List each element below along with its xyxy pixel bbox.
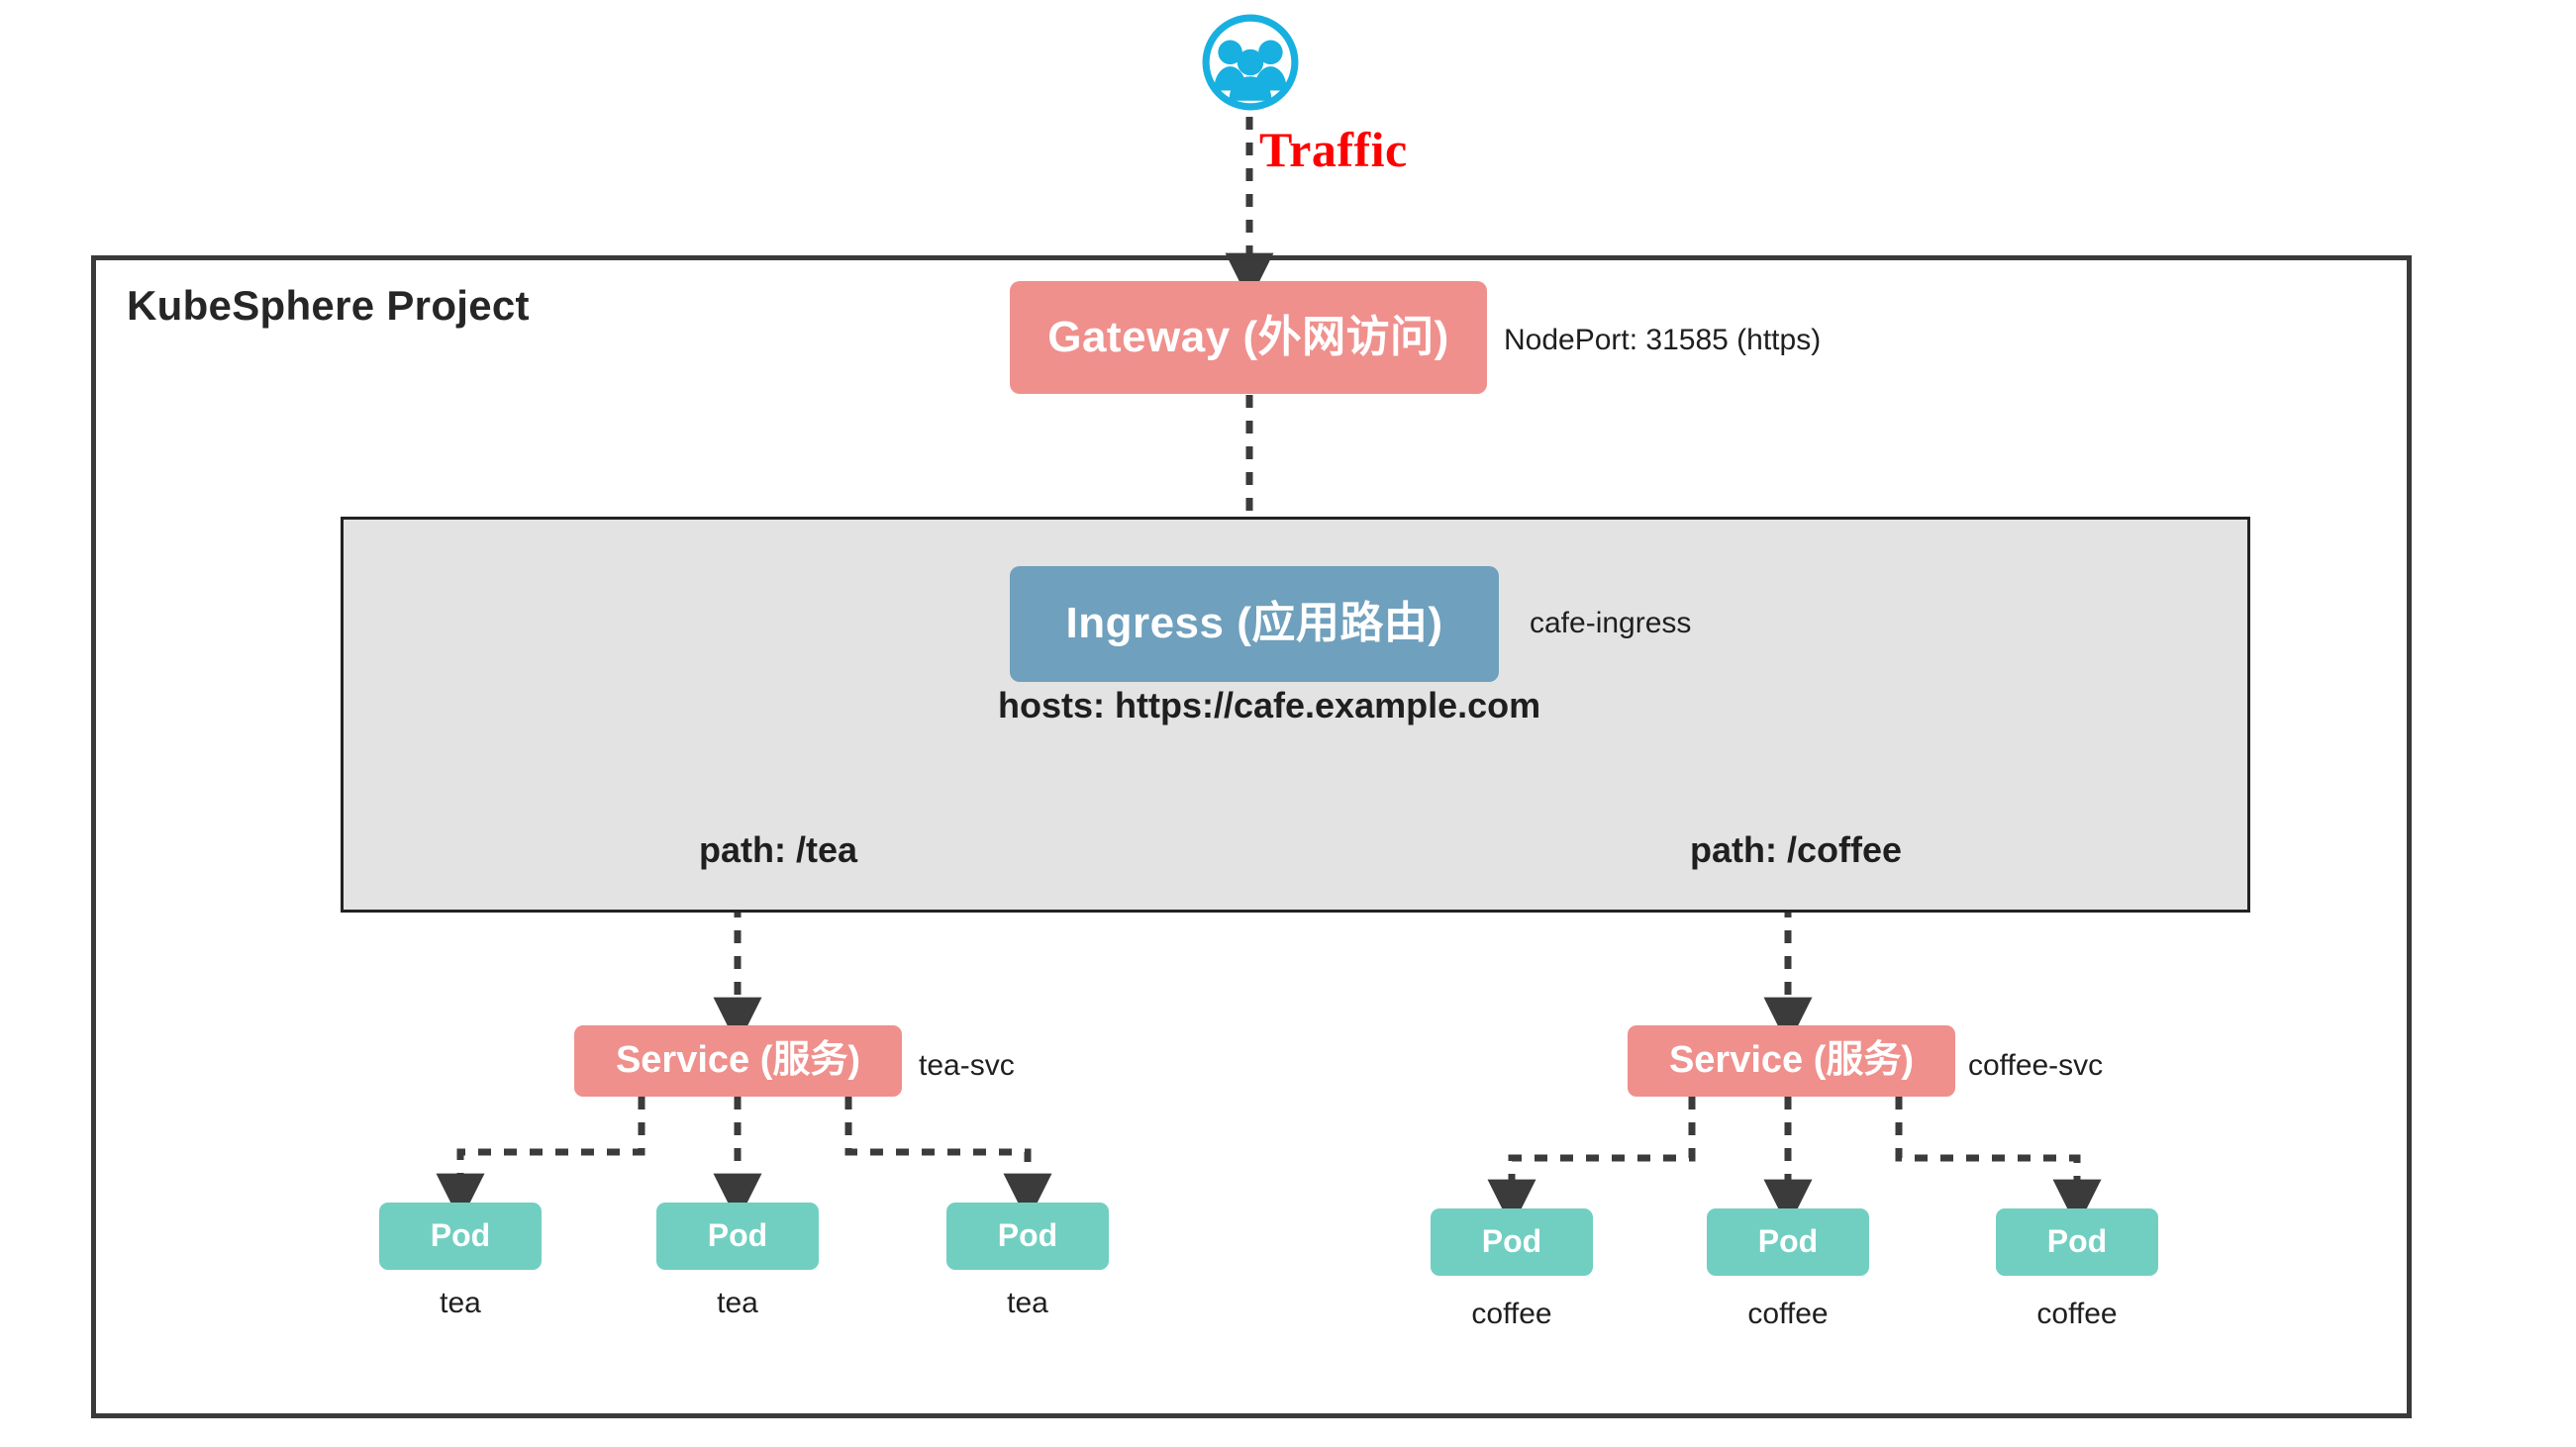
pod-node-coffee-1[interactable]: Pod (1431, 1208, 1593, 1276)
gateway-node[interactable]: Gateway (外网访问) (1010, 281, 1487, 394)
page-title: KubeSphere Project (127, 282, 530, 329)
users-icon (1202, 14, 1299, 111)
pod-caption-coffee-1: coffee (1471, 1298, 1552, 1330)
traffic-label: Traffic (1259, 122, 1408, 177)
service-name-label-coffee: coffee-svc (1968, 1049, 2104, 1082)
pod-caption-tea-3: tea (1007, 1287, 1048, 1319)
ingress-hosts-label: hosts: https://cafe.example.com (998, 685, 1541, 725)
pod-caption-tea-1: tea (440, 1287, 481, 1319)
pod-node-coffee-2[interactable]: Pod (1707, 1208, 1869, 1276)
pod-caption-coffee-3: coffee (2036, 1298, 2118, 1330)
pod-node-tea-2[interactable]: Pod (656, 1203, 819, 1270)
pod-node-tea-3[interactable]: Pod (946, 1203, 1109, 1270)
path-label-tea: path: /tea (699, 829, 858, 870)
service-node-tea[interactable]: Service (服务) (574, 1025, 902, 1097)
ingress-name-label: cafe-ingress (1530, 607, 1692, 639)
service-name-label-tea: tea-svc (919, 1049, 1015, 1082)
pod-node-tea-1[interactable]: Pod (379, 1203, 542, 1270)
pod-caption-coffee-2: coffee (1747, 1298, 1829, 1330)
gateway-nodeport-label: NodePort: 31585 (https) (1504, 324, 1822, 356)
service-node-coffee[interactable]: Service (服务) (1628, 1025, 1955, 1097)
ingress-node[interactable]: Ingress (应用路由) (1010, 566, 1499, 682)
project-boundary (91, 255, 2412, 1418)
path-label-coffee: path: /coffee (1690, 829, 1903, 870)
pod-caption-tea-2: tea (717, 1287, 758, 1319)
pod-node-coffee-3[interactable]: Pod (1996, 1208, 2158, 1276)
